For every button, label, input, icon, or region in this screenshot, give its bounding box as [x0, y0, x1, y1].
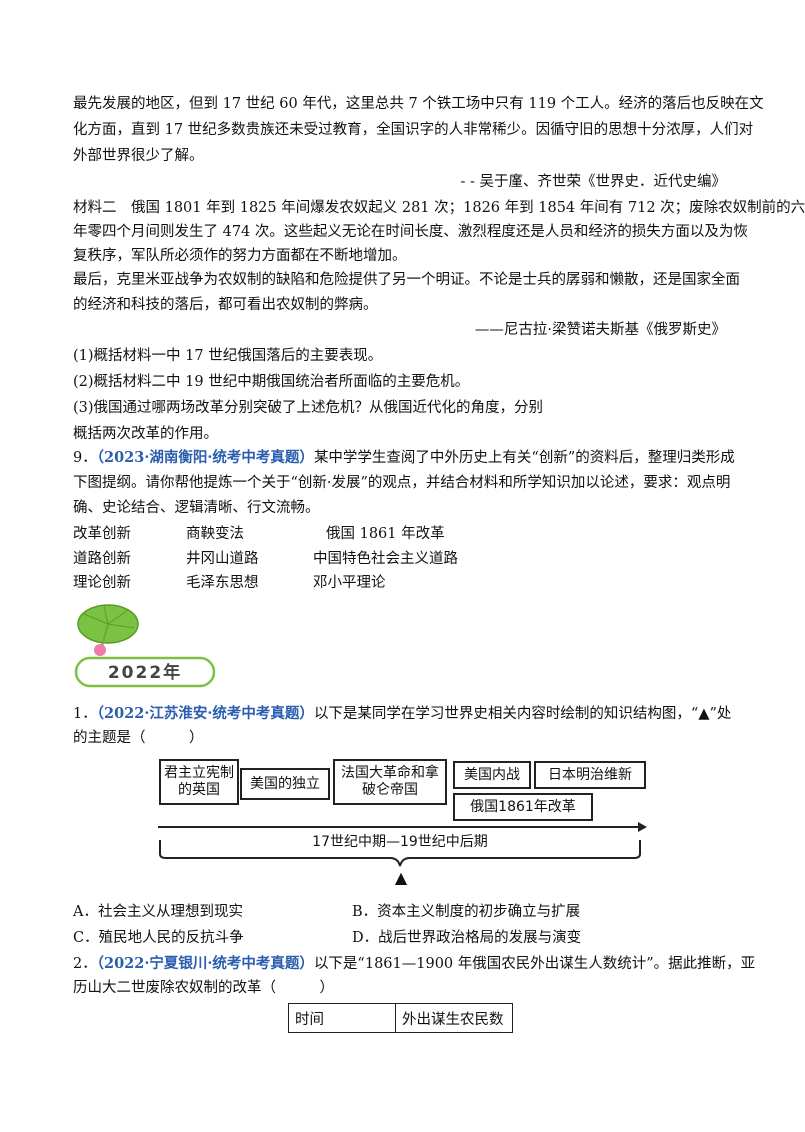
q1-option-b[interactable]: B．资本主义制度的初步确立与扩展 [352, 904, 581, 920]
q9-line-2: 下图提纲。请你帮他提炼一个关于“创新·发展”的观点，并结合材料和所学知识加以论述… [73, 475, 731, 491]
material2-line-3: 复秩序，军队所必须作的努力方面都在不断地增加。 [73, 248, 407, 264]
outline-item: 中国特色社会主义道路 [313, 551, 458, 567]
question-3-cont: 概括两次改革的作用。 [73, 426, 218, 442]
triangle-marker-icon: ▲ [394, 868, 408, 887]
material2-line-4: 最后，克里米亚战争为农奴制的缺陷和危险提供了另一个明证。不论是士兵的孱弱和懒散，… [73, 272, 740, 288]
q2-line-2: 历山大二世废除农奴制的改革（ ） [73, 980, 334, 996]
timeline-brace [159, 840, 641, 867]
diagram-box: 美国的独立 [240, 768, 330, 800]
q9-source-tag: （2023·湖南衡阳·统考中考真题） [96, 449, 314, 466]
outline-category: 道路创新 [73, 551, 131, 567]
material1-source: - - 吴于廑、齐世荣《世界史．近代史编》 [460, 174, 726, 190]
year-badge-graphic [74, 604, 216, 688]
diagram-box: 君主立宪制的英国 [159, 759, 239, 805]
q1-stem: 以下是某同学在学习世界史相关内容时绘制的知识结构图，“▲”处 [313, 706, 732, 722]
q2-source-tag: （2022·宁夏银川·统考中考真题） [96, 955, 314, 972]
outline-item: 毛泽东思想 [186, 575, 259, 591]
diagram-box: 美国内战 [453, 761, 531, 789]
material2-line-5: 的经济和科技的落后，都可看出农奴制的弊病。 [73, 297, 378, 313]
material2-source: ——尼古拉·梁赞诺夫斯基《俄罗斯史》 [474, 322, 726, 338]
material1-line-3: 外部世界很少了解。 [73, 148, 204, 164]
leaf-vein-icon [83, 605, 135, 629]
question-3: (3)俄国通过哪两场改革分别突破了上述危机？从俄国近代化的角度，分别 [73, 400, 544, 416]
q9-line-1: 9．（2023·湖南衡阳·统考中考真题）某中学学生查阅了中外历史上有关“创新”的… [73, 448, 735, 468]
q1-number: 1． [73, 706, 97, 722]
material1-line-1: 最先发展的地区，但到 17 世纪 60 年代，这里总共 7 个铁工场中只有 11… [73, 96, 764, 112]
q2-data-table: 时间 外出谋生农民数 [288, 1003, 513, 1033]
q2-line-1: 2．（2022·宁夏银川·统考中考真题）以下是“1861—1900 年俄国农民外… [73, 954, 755, 974]
question-2: (2)概括材料二中 19 世纪中期俄国统治者所面临的主要危机。 [73, 374, 470, 390]
diagram-box: 俄国1861年改革 [453, 793, 593, 821]
q9-line-3: 确、史论结合、逻辑清晰、行文流畅。 [73, 500, 320, 516]
outline-item: 商鞅变法 [186, 526, 244, 542]
material1-line-2: 化方面，直到 17 世纪多数贵族还未受过教育，全国识字的人非常稀少。因循守旧的思… [73, 122, 754, 138]
q1-line-2: 的主题是（ ） [73, 730, 204, 746]
material2-line-1: 材料二 俄国 1801 年到 1825 年间爆发农奴起义 281 次；1826 … [73, 200, 805, 216]
question-1: (1)概括材料一中 17 世纪俄国落后的主要表现。 [73, 348, 383, 364]
lotus-flower-icon [94, 644, 106, 656]
diagram-timeline [158, 822, 647, 867]
q1-source-tag: （2022·江苏淮安·统考中考真题） [96, 705, 314, 722]
timeline-period-label: 17世纪中期—19世纪中后期 [312, 834, 488, 850]
arrow-head-icon [638, 822, 647, 832]
badge-frame [74, 656, 216, 688]
q1-line-1: 1．（2022·江苏淮安·统考中考真题）以下是某同学在学习世界史相关内容时绘制的… [73, 704, 731, 724]
diagram-box: 日本明治维新 [534, 761, 646, 789]
q2-stem: 以下是“1861—1900 年俄国农民外出谋生人数统计”。据此推断，亚 [313, 956, 756, 972]
q9-number: 9． [73, 450, 97, 466]
q2-number: 2． [73, 956, 97, 972]
table-header-time: 时间 [288, 1003, 396, 1033]
table-header-row: 时间 外出谋生农民数 [288, 1003, 513, 1033]
outline-category: 理论创新 [73, 575, 131, 591]
q1-option-c[interactable]: C．殖民地人民的反抗斗争 [73, 930, 244, 946]
outline-item: 俄国 1861 年改革 [326, 526, 445, 542]
q9-stem: 某中学学生查阅了中外历史上有关“创新”的资料后，整理归类形成 [313, 450, 735, 466]
year-badge-label: 2022年 [107, 663, 183, 683]
outline-category: 改革创新 [73, 526, 131, 542]
diagram-box: 法国大革命和拿破仑帝国 [333, 759, 447, 805]
outline-item: 邓小平理论 [313, 575, 386, 591]
table-header-count: 外出谋生农民数 [395, 1003, 513, 1033]
outline-item: 井冈山道路 [186, 551, 259, 567]
material2-line-2: 年零四个月间则发生了 474 次。这些起义无论在时间长度、激烈程度还是人员和经济… [73, 224, 748, 240]
q1-option-a[interactable]: A．社会主义从理想到现实 [73, 904, 243, 920]
q1-option-d[interactable]: D．战后世界政治格局的发展与演变 [352, 930, 582, 946]
